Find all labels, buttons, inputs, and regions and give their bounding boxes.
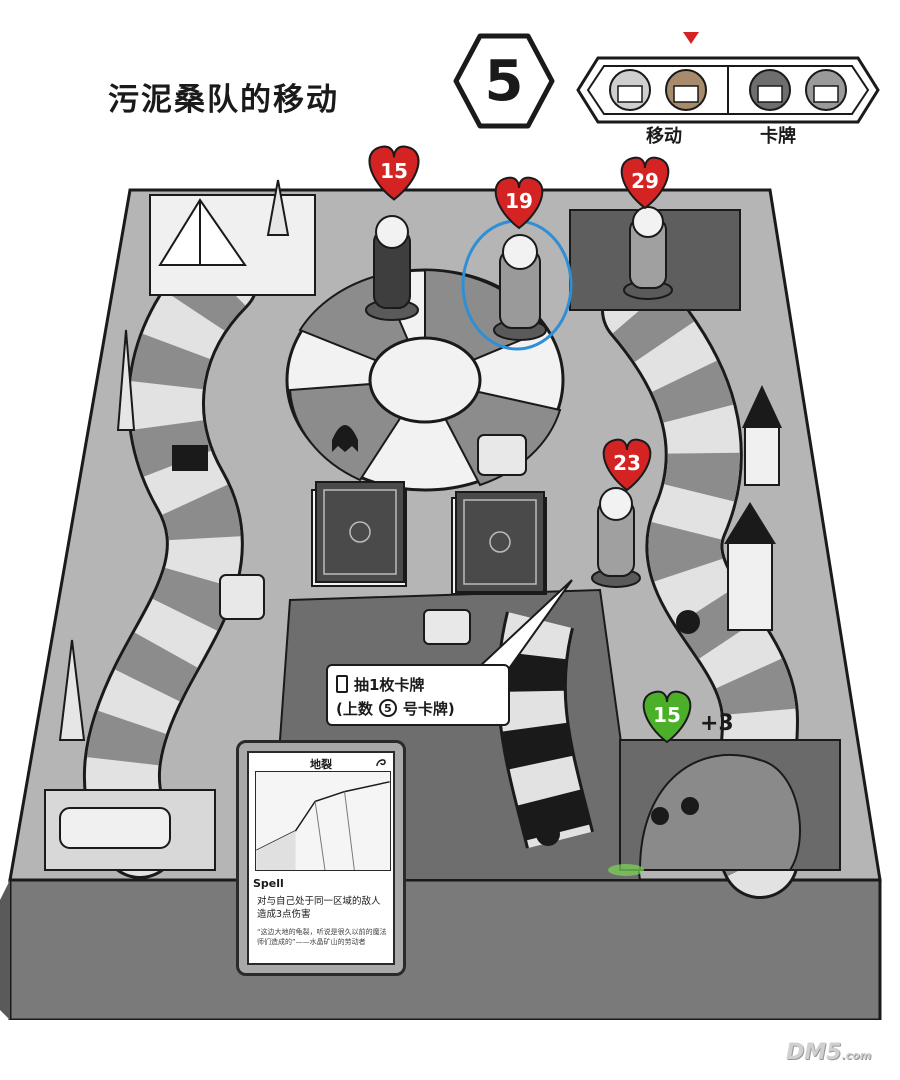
hp-heart-center-player — [494, 176, 544, 230]
party-member-portrait — [749, 69, 791, 111]
watermark-main: DM5 — [786, 1040, 842, 1065]
dice-value: 5 — [484, 48, 524, 114]
card-deck-right — [451, 491, 547, 595]
page-title: 污泥桑队的移动 — [108, 82, 339, 118]
speech-line-2-pre: (上数 — [336, 699, 373, 718]
card-name: 地裂 — [310, 758, 332, 771]
card-flavor-text: “这边大地的龟裂，听说是很久以前的魔法师们造成的”——水晶矿山的劳动者 — [257, 928, 387, 946]
card-deck-left — [311, 481, 407, 587]
hp-heart-left-tower — [368, 145, 420, 201]
tower-icon — [724, 502, 776, 631]
turn-marker-icon — [683, 32, 699, 44]
cracked-ground-illustration — [256, 781, 390, 871]
scroll-icon — [59, 807, 171, 849]
card-mini-icon — [336, 675, 348, 693]
treasure-chest-icon — [423, 609, 471, 645]
skull-icon — [676, 610, 700, 634]
player-figure-left — [365, 215, 419, 321]
player-figure-center — [493, 234, 547, 341]
watermark: DM5.com — [786, 1040, 871, 1065]
dead-tree-icon — [58, 639, 86, 741]
party-member-portrait — [805, 69, 847, 111]
watermark-suffix: .com — [841, 1049, 872, 1062]
turn-label-move: 移动 — [646, 126, 682, 147]
monster-bonus-value: +3 — [700, 711, 734, 736]
treasure-chest-icon — [477, 434, 527, 476]
turn-label-card: 卡牌 — [760, 126, 796, 147]
game-board: 15 19 29 23 15 +3 — [0, 145, 882, 1020]
speech-bubble: 抽1枚卡牌 (上数 5 号卡牌) — [326, 664, 510, 726]
spell-card: 地裂 Spell 对与自己处于同一区域的敌人造成3点伤害 “这边大地的龟裂，听说… — [236, 740, 406, 976]
hp-value-monster: 15 — [653, 703, 681, 727]
speech-line-1: 抽1枚卡牌 — [354, 675, 425, 694]
player-figure-right — [591, 487, 641, 588]
turn-order-bar — [576, 56, 880, 124]
ghost-icon — [332, 425, 358, 452]
party-member-portrait — [609, 69, 651, 111]
speech-line-2-post: 号卡牌) — [402, 699, 455, 718]
hp-heart-right-path — [602, 438, 652, 492]
speech-card-number: 5 — [378, 699, 397, 717]
spell-type-icon — [376, 759, 386, 767]
card-type: Spell — [253, 877, 284, 890]
spell-card-face: 地裂 Spell 对与自己处于同一区域的敌人造成3点伤害 “这边大地的龟裂，听说… — [247, 751, 395, 965]
card-illustration — [255, 771, 391, 871]
hp-heart-top-right — [620, 156, 670, 210]
monster-tile-icon — [172, 445, 208, 471]
tower-icon — [742, 385, 782, 486]
hp-value-left-tower: 15 — [380, 159, 408, 183]
dice-icon — [453, 33, 555, 129]
hp-value-center-player: 19 — [505, 189, 533, 213]
party-member-portrait-active — [665, 69, 707, 111]
player-figure-top-right — [623, 206, 673, 300]
treasure-chest-icon — [219, 574, 265, 620]
tent-icon — [158, 198, 247, 266]
slime-monster — [608, 754, 801, 876]
dead-tree-icon — [266, 179, 290, 236]
dead-tree-icon — [116, 329, 136, 431]
card-description: 对与自己处于同一区域的敌人造成3点伤害 — [257, 896, 381, 920]
hp-heart-monster — [642, 690, 692, 744]
hp-value-top-right: 29 — [631, 169, 659, 193]
bomb-icon — [536, 822, 560, 846]
hp-value-right-path: 23 — [613, 451, 641, 475]
